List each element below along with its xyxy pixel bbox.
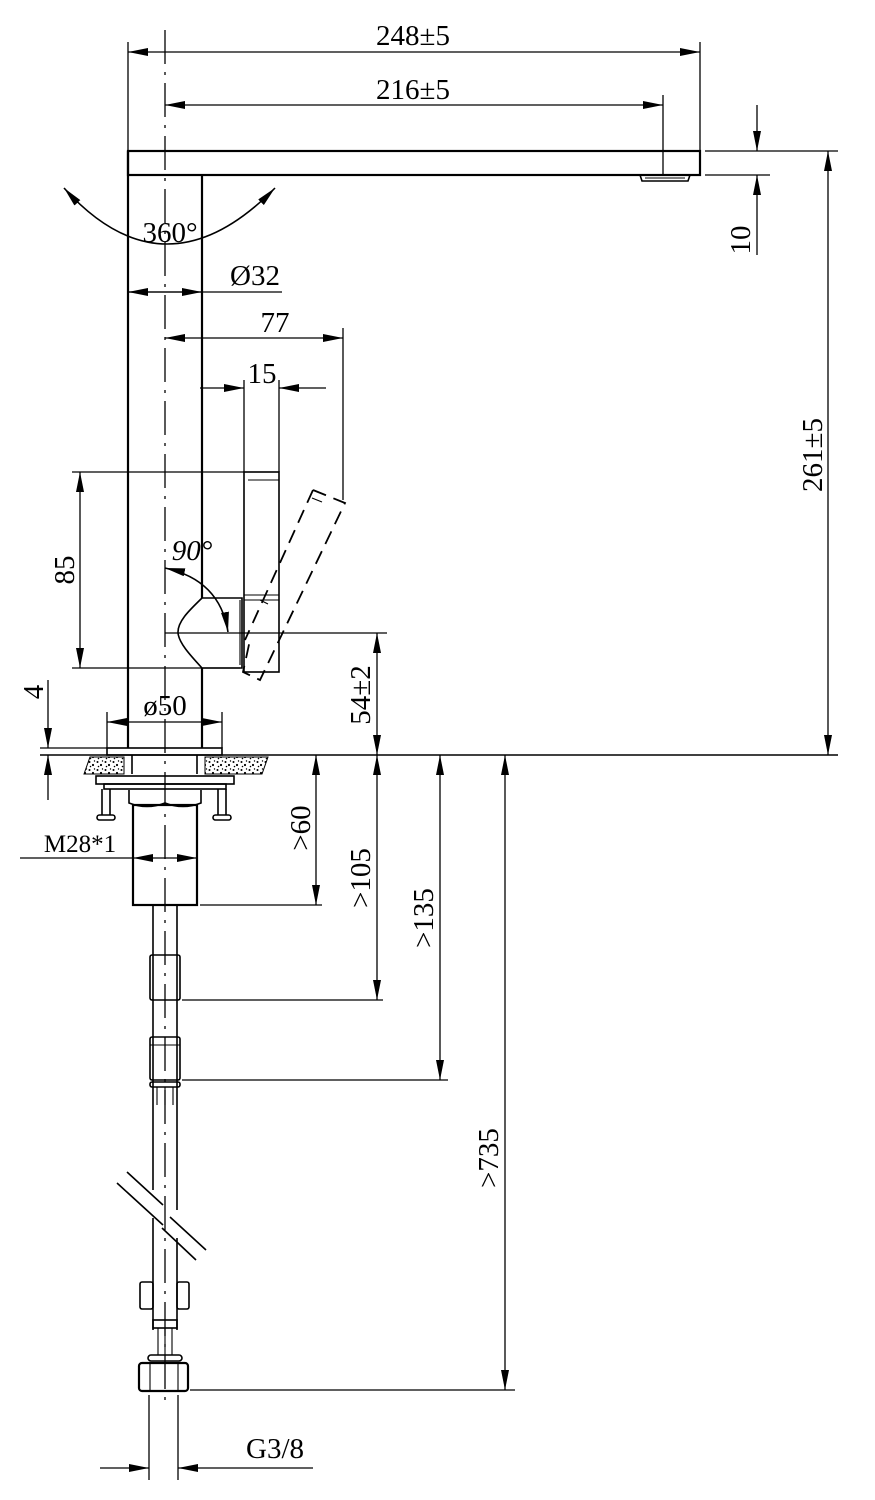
dim-label: 10 <box>725 226 757 255</box>
dim-thread: M28*1 <box>20 831 197 862</box>
dim-handle-axis-height: 54±2 <box>165 632 387 755</box>
dim-label: >135 <box>408 888 440 948</box>
dim-label: >105 <box>345 848 377 908</box>
dim-label: >735 <box>473 1128 505 1188</box>
dim-min-60: >60 <box>200 755 322 906</box>
spout <box>126 149 702 182</box>
dim-label: 85 <box>49 556 81 585</box>
mounting-flange <box>95 775 235 790</box>
swivel-angle-label: 360° <box>142 217 197 249</box>
countertop-section <box>83 755 269 775</box>
dim-label: Ø32 <box>230 260 280 292</box>
dim-spout-thickness: 10 <box>705 105 838 255</box>
dim-handle-height: 85 <box>49 471 244 669</box>
supply-hose <box>149 905 181 1330</box>
dim-label: 261±5 <box>797 418 829 492</box>
dim-base-diameter: ø50 <box>106 690 223 748</box>
dim-min-135: >135 <box>182 755 448 1081</box>
connection-nut <box>137 1361 190 1393</box>
dim-handle-width: 15 <box>200 358 326 472</box>
dim-spout-reach: 216±5 <box>165 74 664 175</box>
dim-connection-thread: G3/8 <box>100 1395 313 1480</box>
dim-label: 248±5 <box>376 20 450 52</box>
dim-handle-rotation: 90° <box>164 535 229 633</box>
dim-label: 77 <box>261 307 290 339</box>
dim-label: 4 <box>18 684 50 699</box>
faucet-body <box>126 151 204 748</box>
mounting-bolt-right <box>212 789 232 821</box>
dim-label: G3/8 <box>246 1433 304 1465</box>
swivel-arc <box>63 187 276 245</box>
mounting-bolt-left <box>96 789 116 821</box>
dim-label: 90° <box>172 535 213 567</box>
dim-overall-length: 248±5 <box>127 20 701 151</box>
dim-base-thickness: 4 <box>18 680 52 800</box>
dim-overall-height: 261±5 <box>797 151 832 755</box>
lever-handle <box>177 471 280 673</box>
dim-body-diameter: Ø32 <box>128 260 282 296</box>
dim-label: 15 <box>248 358 277 390</box>
dim-handle-offset: 77 <box>165 307 344 500</box>
dim-label: 216±5 <box>376 74 450 106</box>
dim-label: M28*1 <box>44 831 116 858</box>
dim-min-735: >735 <box>190 755 515 1391</box>
dim-label: ø50 <box>143 690 187 722</box>
lower-fitting <box>139 1281 190 1362</box>
dim-label: >60 <box>285 805 317 850</box>
dim-min-105: >105 <box>182 755 383 1001</box>
break-lines <box>116 1171 207 1261</box>
handle-rotated-dashed <box>241 489 347 682</box>
dim-label: 54±2 <box>345 665 377 724</box>
